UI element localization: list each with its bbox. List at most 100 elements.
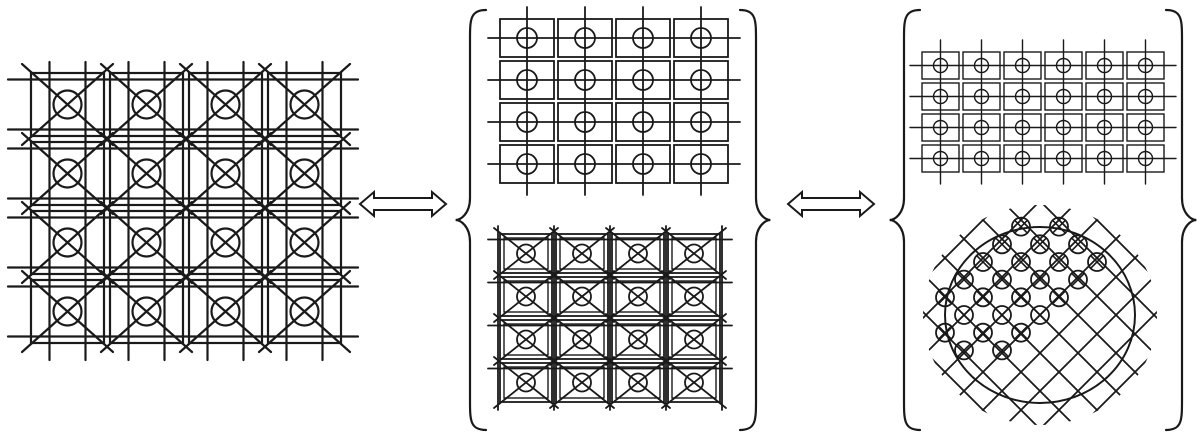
cell-diagonal	[99, 131, 194, 216]
node-circle	[1068, 269, 1088, 290]
cell-square	[108, 140, 185, 207]
cell-circle	[684, 372, 704, 393]
cell-square	[29, 140, 106, 207]
panel-2a-square-plus-grid	[487, 6, 741, 196]
cell-diagonal	[549, 227, 615, 280]
node-x	[1052, 219, 1066, 234]
cell-circle	[516, 286, 536, 307]
node-circle	[992, 340, 1012, 361]
node-circle	[935, 322, 955, 343]
cell-diagonal	[178, 200, 273, 285]
node-x	[1052, 255, 1066, 269]
brace-path	[738, 8, 771, 432]
cell-circle	[572, 372, 592, 393]
cell-square	[108, 71, 185, 138]
node-circle	[954, 340, 974, 361]
lattice-line-down	[947, 205, 1157, 425]
double-arrow-icon-2	[786, 189, 876, 219]
node-x	[1071, 237, 1085, 252]
cell-inner-square	[615, 366, 661, 399]
cell-square	[667, 276, 721, 317]
cell-inner-square	[559, 237, 605, 270]
double-arrow-icon-1	[358, 189, 448, 219]
node-x	[1052, 290, 1066, 305]
node-circle	[1030, 234, 1050, 255]
group-2-braced	[455, 6, 771, 432]
cell-inner-square	[559, 366, 605, 399]
cell-diagonal	[20, 131, 115, 216]
lattice-line-up	[923, 205, 1019, 425]
lattice-line-up	[923, 205, 1157, 425]
node-x	[976, 255, 990, 269]
cell-circle	[516, 372, 536, 393]
lattice-line-down	[923, 205, 1157, 425]
cell-inner-square	[559, 280, 605, 313]
node-x	[1014, 325, 1028, 340]
node-circle	[1030, 269, 1050, 290]
cell-circle	[210, 158, 241, 189]
cell-circle	[628, 286, 648, 307]
cell-square	[29, 71, 106, 138]
cell-circle	[289, 158, 320, 189]
cell-square	[667, 319, 721, 360]
cell-inner-square	[503, 366, 549, 399]
arrow-outline	[786, 189, 876, 219]
node-circle	[973, 252, 993, 272]
cell-square	[187, 71, 264, 138]
node-circle	[1049, 287, 1069, 308]
lattice-line-down	[1061, 205, 1157, 425]
node-x	[995, 308, 1009, 322]
cell-circle	[210, 89, 241, 120]
cell-diagonal	[605, 270, 671, 323]
node-x	[976, 325, 990, 340]
right-brace-icon-2	[738, 8, 771, 432]
cell-diagonal	[549, 356, 615, 409]
cell-diagonal	[20, 269, 115, 354]
cell-square	[108, 278, 185, 345]
node-x	[1033, 272, 1047, 287]
cell-diagonal	[605, 313, 671, 366]
cell-diagonal	[493, 356, 559, 409]
cell-diagonal	[257, 62, 352, 147]
node-x	[957, 308, 971, 322]
node-x	[1033, 237, 1047, 252]
cell-square	[667, 362, 721, 403]
cell-circle	[684, 329, 704, 350]
brace-path	[1164, 8, 1197, 432]
brace-path	[889, 8, 922, 432]
cell-circle	[628, 329, 648, 350]
node-x	[938, 290, 952, 305]
panel-1-diagonal-cross-grid	[6, 60, 360, 362]
cell-diagonal	[661, 270, 727, 323]
panel-2b-square-diagonal-grid	[487, 225, 733, 411]
lattice-line-up	[1061, 205, 1157, 425]
cell-square	[555, 362, 609, 403]
cell-diagonal	[257, 131, 352, 216]
cell-inner-square	[671, 237, 717, 270]
cell-square	[499, 319, 553, 360]
right-brace-icon-3	[1164, 8, 1197, 432]
cell-circle	[210, 296, 241, 327]
cell-square	[266, 140, 343, 207]
node-circle	[1087, 252, 1107, 272]
outer-circle	[944, 226, 1136, 404]
cell-inner-square	[615, 323, 661, 356]
cell-square	[108, 209, 185, 276]
cell-diagonal	[178, 269, 273, 354]
cell-square	[555, 319, 609, 360]
lattice-line-down	[923, 205, 1019, 425]
cell-inner-square	[615, 280, 661, 313]
node-x	[1014, 219, 1028, 234]
brace-path	[455, 8, 488, 432]
cell-diagonal	[99, 200, 194, 285]
cell-diagonal	[605, 227, 671, 280]
cell-circle	[516, 329, 536, 350]
cell-square	[611, 362, 665, 403]
cell-square	[187, 278, 264, 345]
cell-diagonal	[178, 62, 273, 147]
cell-square	[266, 278, 343, 345]
cell-inner-square	[559, 323, 605, 356]
cell-diagonal	[661, 313, 727, 366]
cell-diagonal	[493, 227, 559, 280]
